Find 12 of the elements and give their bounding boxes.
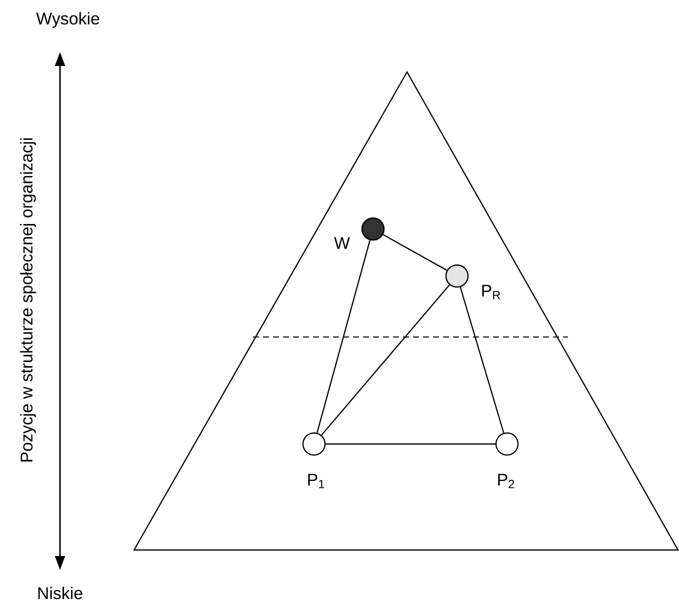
point-label: W [334, 237, 350, 249]
connector-line [382, 234, 448, 271]
connector-line [460, 286, 504, 434]
axis-label: Pozycje w strukturze społecznej organizacji [20, 138, 36, 462]
connector-line [316, 240, 371, 433]
connector-line [326, 443, 496, 445]
point-label: P$_{R}$ [482, 284, 500, 300]
axis-label: Wysokie [36, 12, 100, 28]
point-label: P$_{1}$ [308, 474, 324, 488]
axis-label: Niskie [38, 586, 82, 600]
connector-line [321, 284, 450, 436]
point-label: P$_{2}$ [498, 474, 514, 488]
